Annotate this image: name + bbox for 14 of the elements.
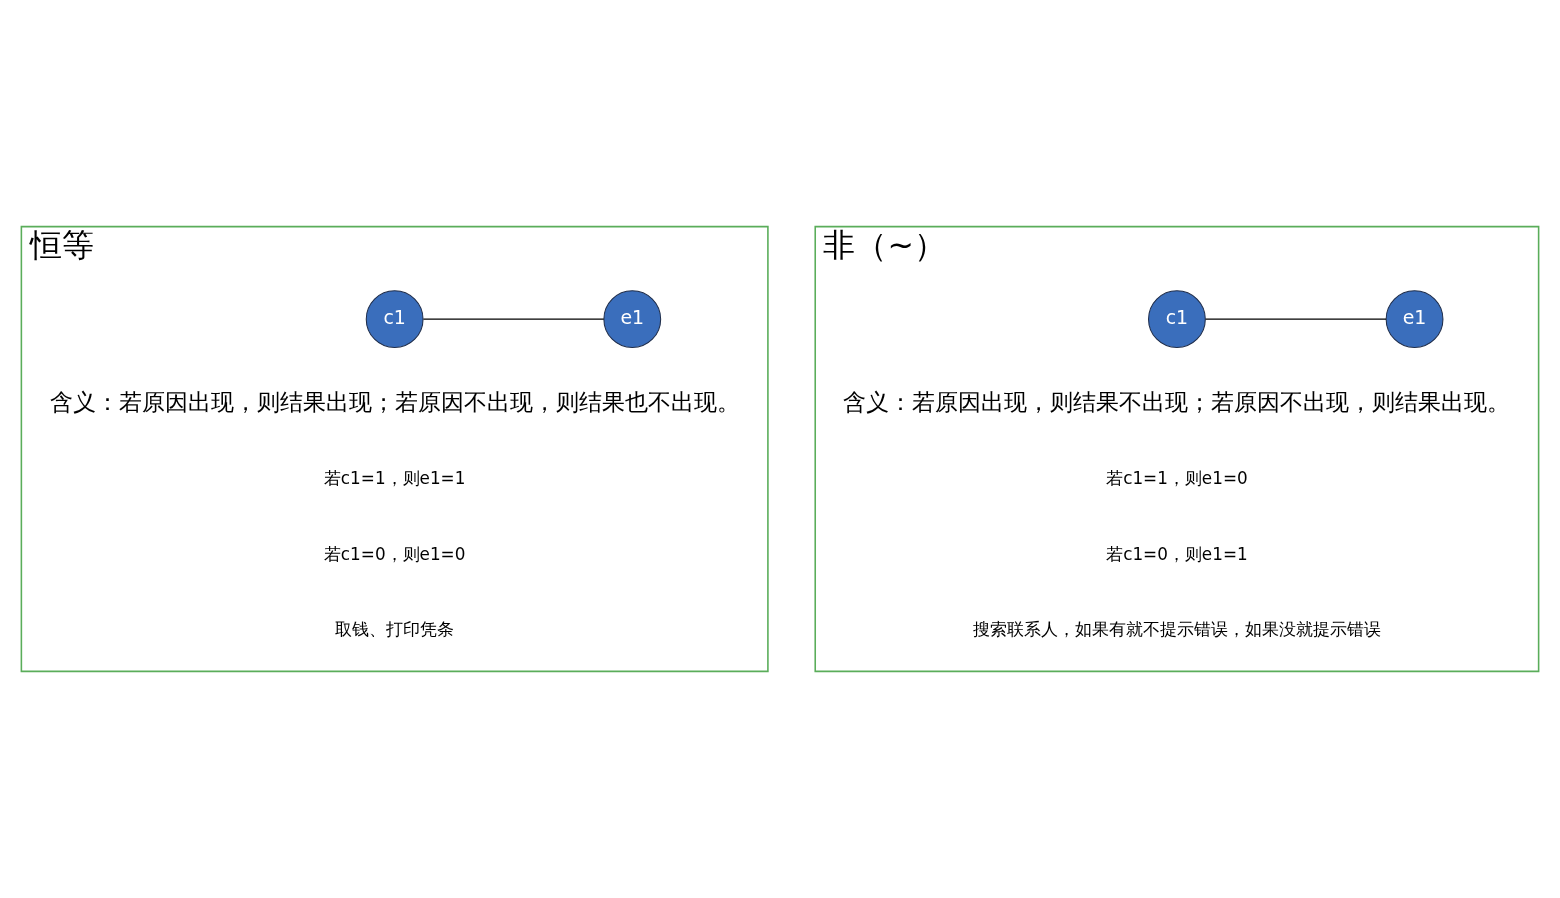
connector: [422, 318, 605, 320]
label: 含义：若原因出现，则结果不出现；若原因不出现，则结果出现。: [843, 389, 1511, 416]
node-circle: c1: [365, 290, 424, 349]
label: 若c1=1，则e1=1: [323, 468, 466, 489]
node-circle: c1: [1148, 290, 1206, 349]
label: 若c1=1，则e1=0: [1106, 468, 1248, 489]
label: 搜索联系人，如果有就不提示错误，如果没就提示错误: [972, 619, 1381, 640]
label: 取钱、打印凭条: [335, 619, 455, 640]
label: 若c1=0，则e1=0: [323, 543, 466, 564]
connector: [1205, 318, 1387, 320]
label: 若c1=0，则e1=1: [1106, 543, 1248, 564]
label: 含义：若原因出现，则结果出现；若原因不出现，则结果也不出现。: [49, 389, 740, 416]
node-circle: e1: [603, 290, 662, 349]
node-circle: e1: [1385, 290, 1444, 349]
